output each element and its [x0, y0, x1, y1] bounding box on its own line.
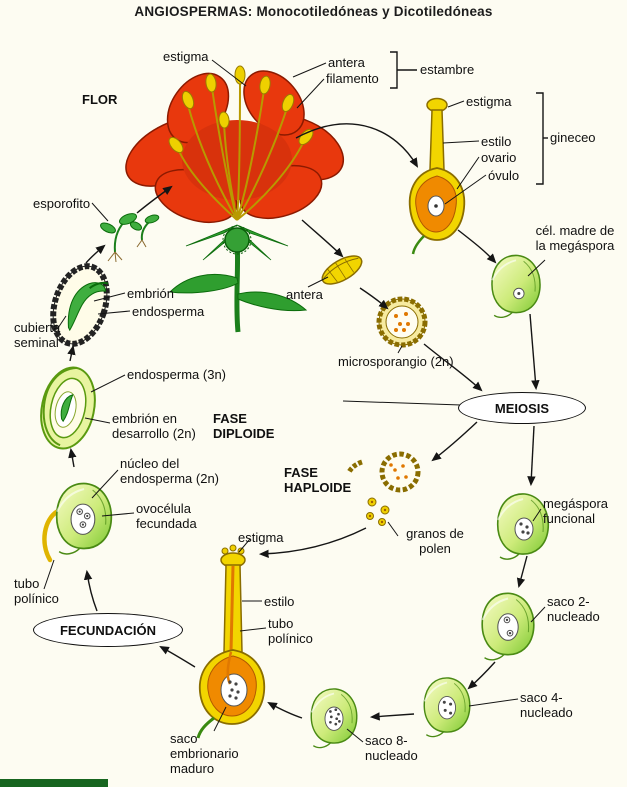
anther-illustration: [321, 255, 363, 285]
microsporangio-label: microsporangio (2n): [338, 354, 454, 369]
megaspore-mother-cell-illustration: [491, 254, 541, 319]
gineceo-label: gineceo: [550, 130, 596, 145]
four-nucleate-sac-illustration: [423, 677, 471, 738]
cubierta-seminal-label: cubierta seminal: [14, 320, 61, 350]
saco-2-nucleado-label: saco 2-nucleado: [547, 594, 600, 624]
leader-lines: [43, 59, 546, 743]
antera-stamen-label: antera: [328, 55, 365, 70]
filamento-label: filamento: [326, 71, 379, 86]
microsporangium-illustration: [376, 296, 428, 348]
antera-isolated-label: antera: [286, 287, 323, 302]
fecundacion-label: FECUNDACIÓN: [59, 622, 157, 638]
ovulo-label: óvulo: [488, 168, 520, 183]
flower-illustration: [125, 65, 345, 333]
fertilized-ovule-illustration: [42, 482, 113, 563]
celula-madre-label: cél. madre de la megáspora: [535, 223, 615, 253]
nucleo-endosperma-label: núcleo del endosperma (2n): [120, 456, 219, 486]
estilo-pistil-label: estilo: [264, 594, 295, 609]
functional-megaspore-illustration: [496, 492, 550, 561]
fecundacion-node: FECUNDACIÓN: [33, 613, 183, 647]
endosperma-label: endosperma: [132, 304, 205, 319]
esporofito-label: esporofito: [33, 196, 91, 211]
estambre-bracket: [390, 51, 417, 89]
gineceo-bracket: [536, 92, 548, 185]
pollen-grains: [366, 497, 390, 526]
tubo-polinico-pistil-label: tubo polínico: [268, 616, 313, 646]
seedling-illustration: [100, 213, 160, 263]
endosperma-3n-label: endosperma (3n): [127, 367, 226, 382]
embrion-desarrollo-label: embrión en desarrollo (2n): [112, 411, 196, 441]
mature-embryo-sac-pistil-illustration: [196, 544, 266, 739]
megaspora-funcional-label: megáspora funcional: [543, 496, 609, 526]
saco-4-nucleado-label: saco 4-nucleado: [520, 690, 573, 720]
ovario-label: ovario: [481, 150, 517, 165]
estigma-flower-label: estigma: [163, 49, 209, 64]
meiosis-node: MEIOSIS: [458, 392, 586, 424]
scan-artifact-strip: [0, 779, 108, 787]
eight-nucleate-sac-illustration: [310, 688, 358, 749]
estilo-gineceo-label: estilo: [481, 134, 512, 149]
meiosis-label: MEIOSIS: [494, 400, 550, 416]
saco-embrionario-maduro-label: saco embrionario maduro: [170, 731, 239, 776]
seed-mature-illustration: [50, 263, 110, 347]
two-nucleate-sac-illustration: [481, 592, 535, 661]
pistil-illustration: [408, 97, 466, 255]
cycle-arrows: [67, 123, 540, 721]
saco-8-nucleado-label: saco 8-nucleado: [365, 733, 418, 763]
estigma-pistil-label: estigma: [238, 530, 284, 545]
tubo-polinico-left-label: tubo polínico: [14, 576, 59, 606]
estigma-gineceo-label: estigma: [466, 94, 512, 109]
estambre-label: estambre: [420, 62, 475, 77]
ovocelula-fecundada-label: ovocélula fecundada: [136, 501, 197, 531]
phase-divider-line: [342, 400, 462, 406]
flor-label: FLOR: [82, 92, 118, 107]
fase-diploide-label: FASE DIPLOIDE: [213, 411, 275, 441]
granos-de-polen-label: granos de polen: [406, 526, 464, 556]
developing-seed-illustration: [40, 366, 96, 450]
diagram-title: ANGIOSPERMAS: Monocotiledóneas y Dicotil…: [134, 4, 493, 19]
pollen-release-illustration: [346, 451, 421, 526]
fase-haploide-label: FASE HAPLOIDE: [284, 465, 352, 495]
embrion-label: embrión: [127, 286, 174, 301]
